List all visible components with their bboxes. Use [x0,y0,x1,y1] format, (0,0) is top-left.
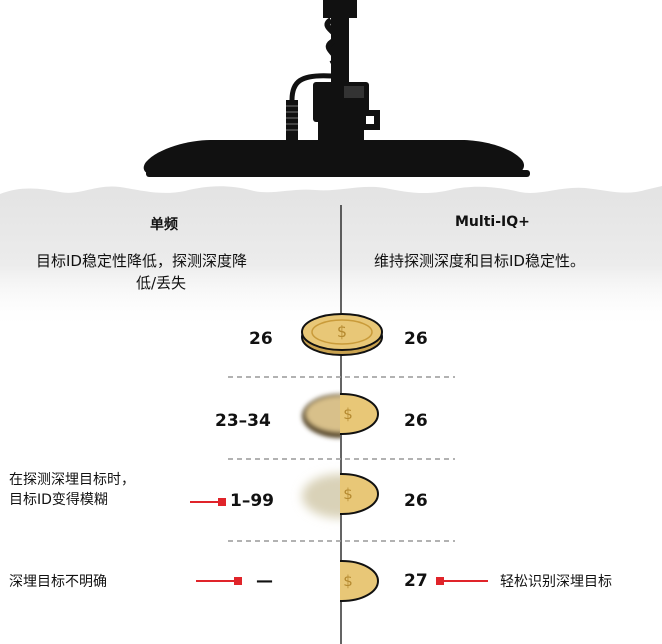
svg-text:$: $ [343,485,353,503]
svg-text:$: $ [343,572,353,590]
metal-detector-coil-icon [143,0,530,177]
right-column-title: Multi-IQ+ [455,214,530,230]
marker-blurred [190,498,226,506]
gold-coin-icon: $ [301,313,383,356]
left-description-line2: 低/丢失 [136,274,187,292]
row-separators [228,376,455,542]
row3-right-value: 26 [404,491,428,511]
right-description: 维持探测深度和目标ID稳定性。 [374,252,585,270]
gold-coin-icon-row3: $ [302,473,379,518]
gold-coin-icon-row2: $ [302,393,379,438]
left-description-line1: 目标ID稳定性降低，探测深度降 [36,252,247,270]
svg-text:$: $ [343,405,353,423]
callout-blurred-line1: 在探测深埋目标时， [9,472,135,488]
callout-unclear: 深埋目标不明确 [9,574,107,590]
row4-right-value: 27 [404,571,428,591]
svg-text:$: $ [337,322,347,341]
row1-left-value: 26 [249,329,273,349]
callout-easy: 轻松识别深埋目标 [500,574,612,590]
gold-coin-icon-row4: $ [340,560,379,602]
row1-right-value: 26 [404,329,428,349]
row2-left-value: 23–34 [215,411,271,431]
marker-easy [436,577,488,585]
row3-left-value: 1–99 [230,491,274,511]
ground-band [0,186,662,330]
callout-blurred-line2: 目标ID变得模糊 [9,492,108,508]
left-column-title: 单频 [150,217,178,233]
row2-right-value: 26 [404,411,428,431]
marker-unclear [196,577,242,585]
row4-left-value: — [256,571,273,591]
